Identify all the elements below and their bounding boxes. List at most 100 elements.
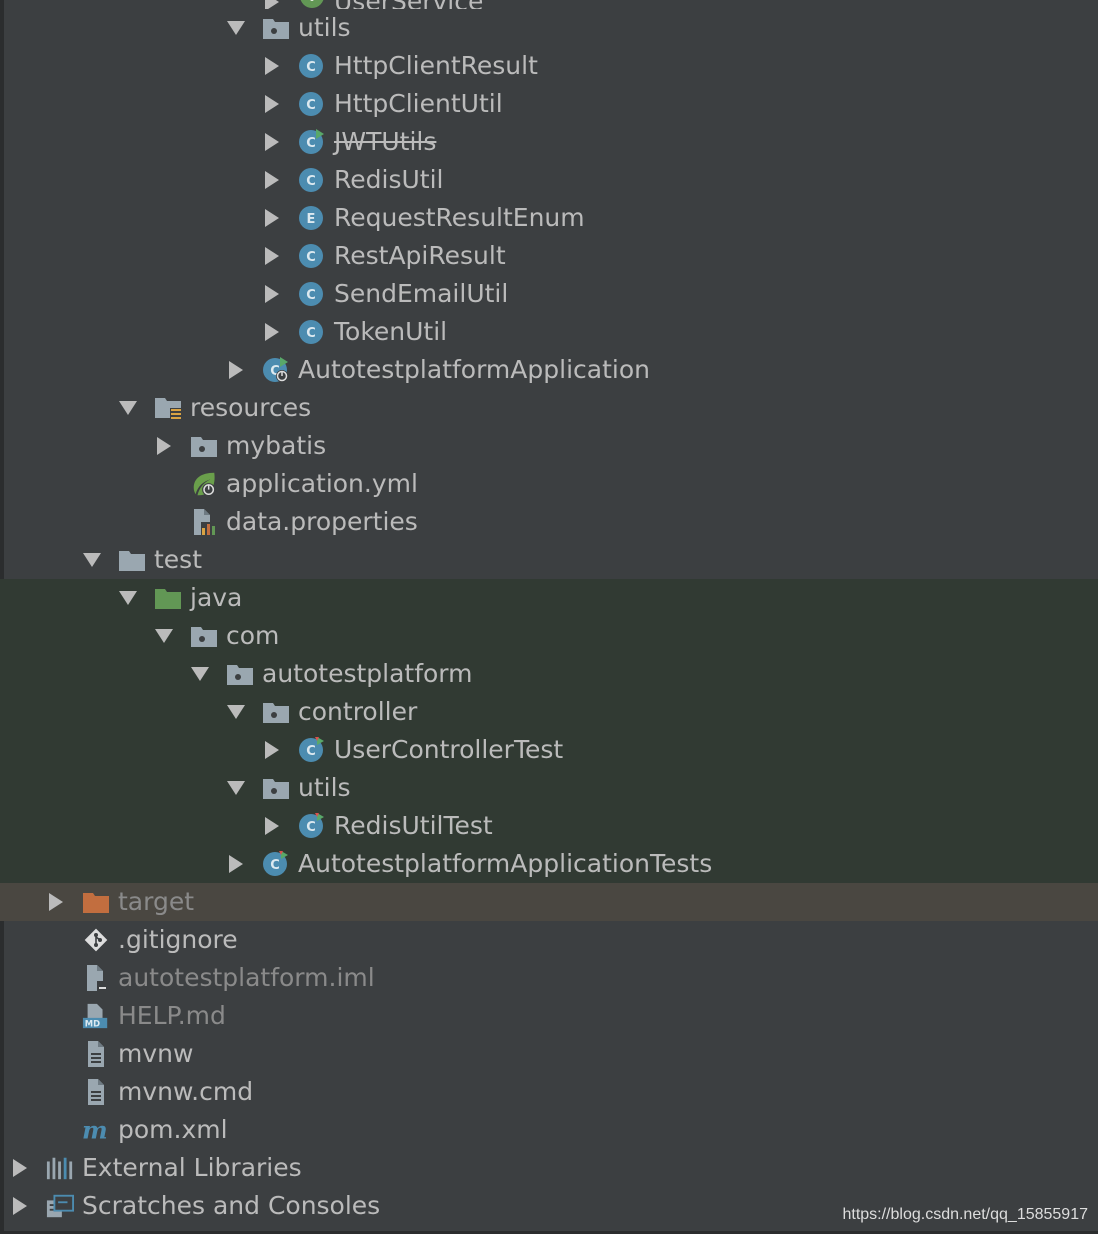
collapsed-arrow-icon[interactable] — [260, 123, 284, 161]
resources-folder-icon — [154, 395, 182, 421]
collapsed-arrow-icon[interactable] — [260, 275, 284, 313]
expanded-arrow-icon[interactable] — [188, 655, 212, 693]
tree-item-label: autotestplatform.iml — [118, 963, 375, 992]
tree-row[interactable]: C RedisUtilTest — [0, 807, 1098, 845]
collapsed-arrow-icon[interactable] — [260, 161, 284, 199]
class-icon: C — [298, 319, 326, 345]
expanded-arrow-icon[interactable] — [224, 9, 248, 47]
tree-row[interactable]: IUserService — [0, 0, 1098, 9]
collapsed-arrow-icon[interactable] — [152, 427, 176, 465]
properties-file-icon — [190, 509, 218, 536]
collapsed-arrow-icon[interactable] — [44, 883, 68, 921]
collapsed-arrow-icon[interactable] — [260, 237, 284, 275]
tree-item-label: mvnw.cmd — [118, 1077, 254, 1106]
expanded-arrow-icon[interactable] — [224, 769, 248, 807]
collapsed-arrow-icon[interactable] — [260, 47, 284, 85]
tree-item-label: controller — [298, 697, 418, 726]
tree-row[interactable]: autotestplatform.iml — [0, 959, 1098, 997]
collapsed-arrow-icon[interactable] — [8, 1187, 32, 1225]
svg-text:C: C — [270, 858, 280, 873]
expanded-arrow-icon[interactable] — [116, 579, 140, 617]
tree-item-label: JWTUtils — [334, 127, 437, 156]
tree-row[interactable]: External Libraries — [0, 1149, 1098, 1187]
expanded-arrow-icon[interactable] — [80, 541, 104, 579]
tree-item-label: pom.xml — [118, 1115, 228, 1144]
tree-row[interactable]: autotestplatform — [0, 655, 1098, 693]
collapsed-arrow-icon[interactable] — [260, 0, 284, 9]
tree-item-label: SendEmailUtil — [334, 279, 509, 308]
tree-item-label: AutotestplatformApplication — [298, 355, 650, 384]
tree-row[interactable]: target — [0, 883, 1098, 921]
scratches-icon — [46, 1193, 74, 1219]
collapsed-arrow-icon[interactable] — [260, 807, 284, 845]
iml-file-icon — [82, 965, 110, 991]
tree-item-label: AutotestplatformApplicationTests — [298, 849, 713, 878]
tree-row[interactable]: resources — [0, 389, 1098, 427]
expanded-arrow-icon[interactable] — [224, 693, 248, 731]
collapsed-arrow-icon[interactable] — [224, 845, 248, 883]
tree-row[interactable]: controller — [0, 693, 1098, 731]
tree-row[interactable]: .gitignore — [0, 921, 1098, 959]
tree-item-label: mvnw — [118, 1039, 194, 1068]
spring-interface-icon: I — [298, 0, 326, 9]
class-icon: C — [298, 281, 326, 307]
package-folder-icon — [262, 15, 290, 41]
tree-item-label: External Libraries — [82, 1153, 302, 1182]
tree-item-label: RedisUtilTest — [334, 811, 493, 840]
test-class-icon: C — [298, 813, 326, 839]
svg-text:C: C — [306, 744, 316, 759]
collapsed-arrow-icon[interactable] — [224, 351, 248, 389]
tree-item-label: HttpClientUtil — [334, 89, 503, 118]
tree-row[interactable]: data.properties — [0, 503, 1098, 541]
tree-row[interactable]: mvnw.cmd — [0, 1073, 1098, 1111]
tree-row[interactable]: utils — [0, 9, 1098, 47]
package-folder-icon — [190, 433, 218, 459]
tree-row[interactable]: C SendEmailUtil — [0, 275, 1098, 313]
collapsed-arrow-icon[interactable] — [260, 313, 284, 351]
tree-row[interactable]: C AutotestplatformApplicationTests — [0, 845, 1098, 883]
tree-row[interactable]: application.yml — [0, 465, 1098, 503]
tree-item-label: com — [226, 621, 280, 650]
collapsed-arrow-icon[interactable] — [260, 199, 284, 237]
svg-text:C: C — [306, 250, 316, 265]
svg-text:I: I — [309, 0, 314, 5]
tree-row[interactable]: utils — [0, 769, 1098, 807]
svg-text:m: m — [82, 1116, 108, 1144]
tree-row[interactable]: C HttpClientUtil — [0, 85, 1098, 123]
tree-row[interactable]: mybatis — [0, 427, 1098, 465]
tree-row[interactable]: m pom.xml — [0, 1111, 1098, 1149]
tree-item-label: HttpClientResult — [334, 51, 538, 80]
svg-text:C: C — [306, 136, 316, 151]
collapsed-arrow-icon[interactable] — [260, 731, 284, 769]
runnable-class-icon: C — [298, 129, 326, 155]
markdown-file-icon: MD — [82, 1003, 110, 1029]
tree-row[interactable]: test — [0, 541, 1098, 579]
tree-row[interactable]: C AutotestplatformApplication — [0, 351, 1098, 389]
tree-item-label: mybatis — [226, 431, 327, 460]
collapsed-arrow-icon[interactable] — [260, 85, 284, 123]
tree-item-label: RedisUtil — [334, 165, 444, 194]
class-icon: C — [298, 243, 326, 269]
test-source-folder-icon — [154, 585, 182, 611]
tree-row[interactable]: mvnw — [0, 1035, 1098, 1073]
tree-row[interactable]: com — [0, 617, 1098, 655]
tree-row[interactable]: java — [0, 579, 1098, 617]
tree-row[interactable]: C RedisUtil — [0, 161, 1098, 199]
svg-text:C: C — [306, 98, 316, 113]
collapsed-arrow-icon[interactable] — [8, 1149, 32, 1187]
tree-row[interactable]: Scratches and Consoles — [0, 1187, 1098, 1225]
spring-boot-app-class-icon: C — [262, 357, 290, 383]
class-icon: C — [298, 167, 326, 193]
expanded-arrow-icon[interactable] — [152, 617, 176, 655]
excluded-folder-icon — [82, 889, 110, 915]
tree-item-label: test — [154, 545, 203, 574]
tree-row[interactable]: C JWTUtils — [0, 123, 1098, 161]
expanded-arrow-icon[interactable] — [116, 389, 140, 427]
